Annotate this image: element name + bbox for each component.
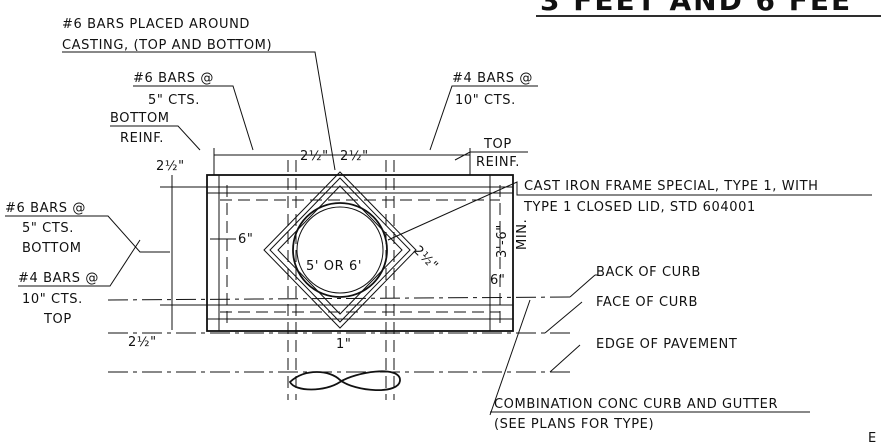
bars4-top-leader [429,85,538,151]
bars6-top-label-line1: #6 BARS @ [133,71,214,86]
frame-label-line2: TYPE 1 CLOSED LID, STD 604001 [523,200,756,215]
dim-depth-line2: MIN. [515,219,530,250]
slab-outer-edge [206,174,514,332]
bars6-top-label-line2: 5" CTS. [148,93,200,108]
bars4-left-leader [18,239,141,287]
casting-circle-inner [296,206,384,294]
dim-1: 1" [336,337,351,352]
bars4-left-label-line2: 10" CTS. [22,292,83,307]
frame-diamond-outer [269,177,411,323]
bars6-left-leader [5,215,170,253]
dim-6-left: 6" [238,232,253,247]
bars6-top-leader [133,85,254,151]
dim-2half-left: 2½" [156,159,185,174]
curb-leader-face [544,301,583,334]
bottom-reinf-leader [110,125,201,151]
casting-bars-label-line1: #6 BARS PLACED AROUND [62,17,250,32]
casting-bars-label-line2: CASTING, (TOP AND BOTTOM) [62,38,272,53]
bottom-reinf-label-line1: BOTTOM [110,111,170,126]
combo-curb-label-line2: (SEE PLANS FOR TYPE) [494,417,654,432]
cast-iron-frame: 5' OR 6' [263,171,417,329]
corner-mark: E [868,431,877,445]
curb-lines [107,274,598,416]
curb-leader-combo [489,299,531,416]
bars4-top-label-line1: #4 BARS @ [452,71,533,86]
curb-leader-back [569,274,596,298]
frame-diamond-outer2 [263,171,417,329]
bars4-left-label-line3: TOP [43,312,72,327]
face-of-curb-label: FACE OF CURB [596,295,698,310]
bars6-left-label-line2: 5" CTS. [22,221,74,236]
dim-6-right: 6" [490,273,505,288]
bars6-left-label-line3: BOTTOM [22,241,82,256]
back-of-curb-line [107,296,571,301]
casting-bars-leader [62,51,336,171]
dim-2half-b: 2½" [340,149,369,164]
top-dimension-row: 2½" 2½" 2½" [156,148,471,175]
frame-leader [387,181,872,241]
casting-circle-outer [292,202,388,298]
bottom-reinf-label-line2: REINF. [120,131,164,146]
slab [206,160,514,400]
dim-depth-line1: 3'-6" [495,224,510,258]
top-reinf-label-line2: REINF. [476,155,520,170]
top-reinf-label-line1: TOP [483,137,512,152]
dim-2half-diag: 2½" [410,243,441,274]
drawing-title: 3 FEET AND 6 FEE [540,0,852,17]
drainage-swirl-symbol [288,370,401,392]
diameter-label: 5' OR 6' [306,259,362,274]
combo-curb-label-line1: COMBINATION CONC CURB AND GUTTER [494,397,778,412]
back-of-curb-label: BACK OF CURB [596,265,701,280]
bars6-left-label-line1: #6 BARS @ [5,201,86,216]
frame-label-line1: CAST IRON FRAME SPECIAL, TYPE 1, WITH [524,179,819,194]
curb-leader-edge [549,344,581,373]
bars4-left-label-line1: #4 BARS @ [18,271,99,286]
edge-of-pavement-label: EDGE OF PAVEMENT [596,337,737,352]
dim-2half-bottom: 2½" [128,335,157,350]
bars4-top-label-line2: 10" CTS. [455,93,516,108]
dim-2half-a: 2½" [300,149,329,164]
